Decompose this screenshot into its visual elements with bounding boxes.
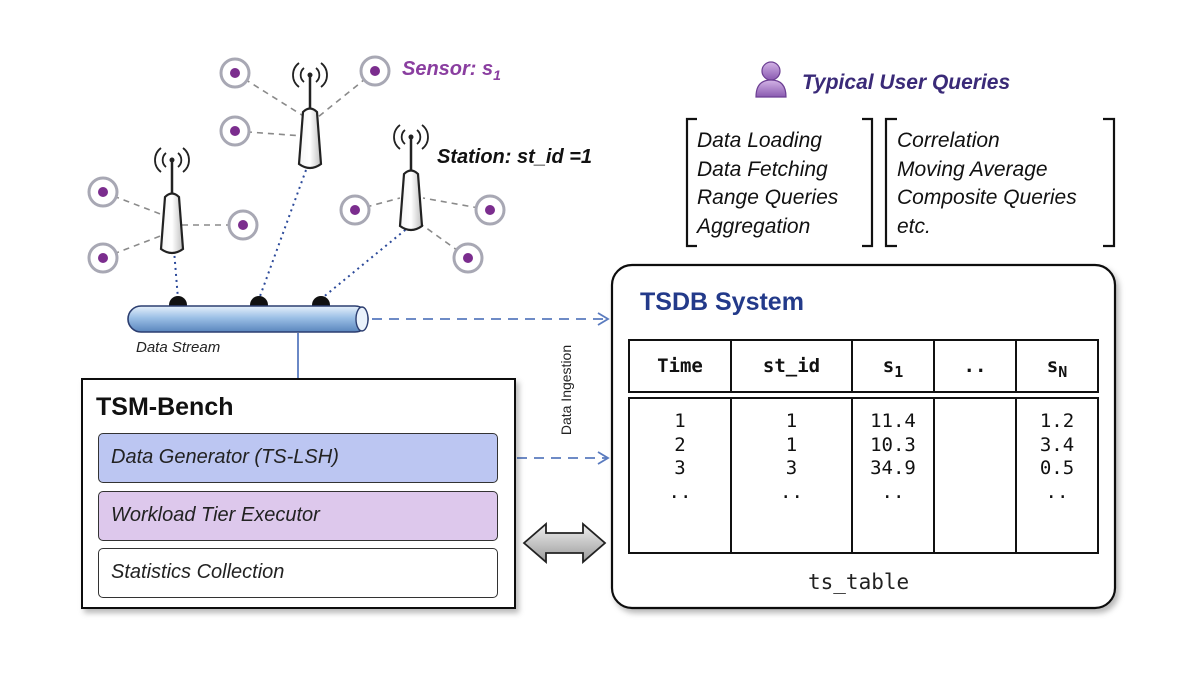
workload-executor-module: Workload Tier Executor xyxy=(98,491,498,541)
sensor-node-icon xyxy=(474,194,506,226)
table-header-time: Time xyxy=(657,355,703,377)
data-stream-pipe xyxy=(127,296,369,333)
table-cell: 10.3 xyxy=(870,433,916,456)
sensor-node-icon xyxy=(219,57,251,89)
query-list-right: Correlation Moving Average Composite Que… xyxy=(897,127,1077,241)
query-item: Correlation xyxy=(897,129,1000,152)
sensor-node-icon xyxy=(87,242,119,274)
table-cell: .. xyxy=(668,480,692,503)
table-cell: 3 xyxy=(785,457,798,479)
table-cell: 1 xyxy=(785,410,798,432)
sensor-node-icon xyxy=(219,115,251,147)
query-item: etc. xyxy=(897,214,931,238)
table-header-ellipsis: .. xyxy=(963,355,987,377)
query-item: Data Loading xyxy=(697,129,822,152)
table-header-sn: sN xyxy=(1046,355,1068,381)
table-cell: .. xyxy=(881,480,905,503)
query-item: Range Queries xyxy=(697,186,839,209)
antenna-tower-icon xyxy=(292,62,328,170)
table-cell: .. xyxy=(780,480,803,503)
data-stream-label: Data Stream xyxy=(136,339,221,356)
query-item: Composite Queries xyxy=(897,186,1077,209)
user-icon xyxy=(755,61,787,98)
table-column-time: 1 2 3 .. xyxy=(629,410,731,504)
query-item: Moving Average xyxy=(897,157,1048,181)
table-cell: 1.2 xyxy=(1039,410,1075,432)
sensor-nodes xyxy=(87,55,506,274)
tsdb-table xyxy=(628,339,1099,554)
double-arrow-icon xyxy=(522,522,607,564)
query-item: Data Fetching xyxy=(697,157,828,181)
sensor-links xyxy=(102,70,491,259)
table-cell: .. xyxy=(1045,480,1069,503)
query-brackets xyxy=(685,117,1116,248)
station-label: Station: st_id =1 xyxy=(437,146,593,168)
sensor-node-icon xyxy=(339,194,371,226)
tsdb-title: TSDB System xyxy=(640,288,804,316)
user-queries-title: Typical User Queries xyxy=(802,71,1011,94)
query-item: Aggregation xyxy=(697,214,811,238)
table-cell: 11.4 xyxy=(870,410,916,432)
table-header-s1: s1 xyxy=(882,355,904,381)
table-cell: 3 xyxy=(674,457,686,479)
table-column-st-id: 1 1 3 .. xyxy=(731,410,852,504)
sensor-node-icon xyxy=(452,242,484,274)
table-column-s1: 11.4 10.3 34.9 .. xyxy=(852,410,934,504)
table-column-sn: 1.2 3.4 0.5 .. xyxy=(1016,410,1098,504)
table-cell: 0.5 xyxy=(1039,457,1075,479)
data-generator-module: Data Generator (TS-LSH) xyxy=(98,433,498,483)
table-cell: 34.9 xyxy=(870,457,916,479)
query-list-left: Data Loading Data Fetching Range Queries… xyxy=(697,127,838,241)
antenna-tower-icon xyxy=(154,147,190,255)
statistics-collection-module: Statistics Collection xyxy=(98,548,498,598)
station-stream-links xyxy=(173,169,411,300)
data-ingestion-label: Data Ingestion xyxy=(558,344,574,436)
sensor-node-icon xyxy=(87,176,119,208)
sensor-node-icon xyxy=(227,209,259,241)
table-cell: 2 xyxy=(674,433,686,456)
table-cell: 1 xyxy=(785,433,798,456)
table-name: ts_table xyxy=(808,570,910,594)
table-cell: 1 xyxy=(674,410,686,432)
tsm-bench-title: TSM-Bench xyxy=(96,393,234,421)
antenna-tower-icon xyxy=(393,124,429,232)
table-cell: 3.4 xyxy=(1039,433,1075,456)
sensor-node-icon xyxy=(359,55,391,87)
sensor-label: Sensor: s1 xyxy=(402,58,501,83)
table-header-st-id: st_id xyxy=(762,355,821,377)
